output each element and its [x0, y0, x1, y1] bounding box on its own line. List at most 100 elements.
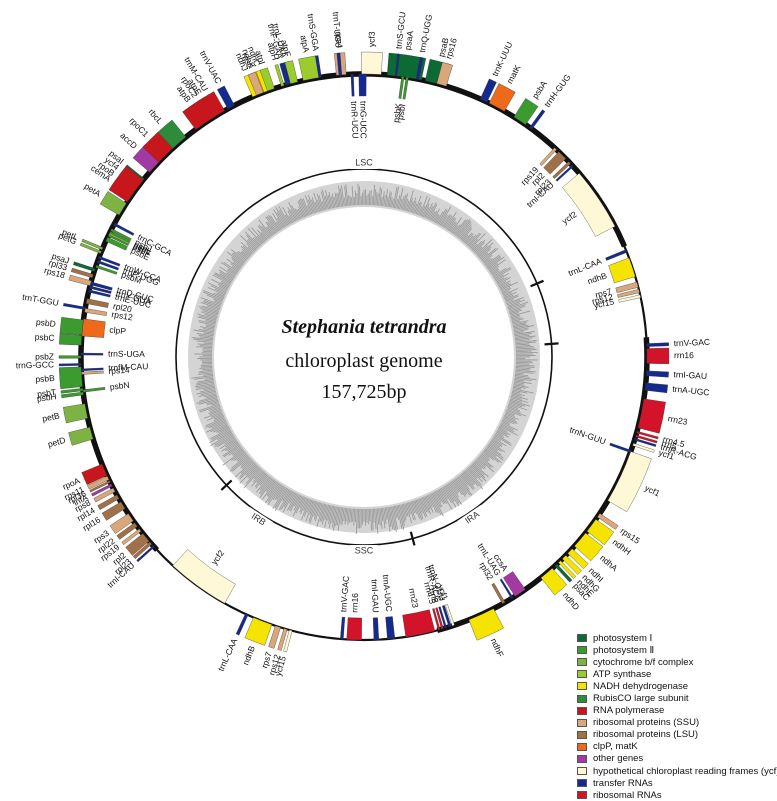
gene-block-rrn4.5 — [636, 430, 659, 440]
gene-block-clpP — [81, 318, 106, 338]
gene-block-psbE — [105, 236, 128, 251]
legend-item-lsu: ribosomal proteins (LSU) — [577, 729, 777, 741]
genome-subtitle: chloroplast genome — [285, 350, 442, 372]
gene-label: petB — [41, 410, 60, 423]
gene-block-psbN — [82, 387, 106, 393]
gene-label: psbB — [35, 373, 55, 384]
legend-label: RNA polymerase — [593, 705, 665, 717]
legend-item-rbcl: RubisCO large subunit — [577, 692, 777, 704]
legend-item-other: other genes — [577, 753, 777, 765]
gene-label: rpl20 — [112, 301, 133, 315]
gene-block-rpl16 — [101, 501, 126, 521]
gene-block-ndhG — [562, 555, 582, 575]
gene-block-trnW-CCA — [98, 256, 121, 267]
gene-block-rps2 — [247, 71, 264, 96]
gene-label: matK — [504, 63, 522, 86]
gene-label: trnS-GCU — [393, 11, 407, 49]
legend-swatch — [577, 767, 587, 776]
gene-block-infA — [91, 483, 113, 497]
gene-label: ycf3 — [366, 31, 376, 47]
junction-tick-3 — [544, 342, 559, 346]
legend-swatch — [577, 634, 587, 643]
gene-block-rrn23 — [402, 609, 436, 638]
gene-block-trnR-ACG — [438, 606, 447, 629]
legend-label: NADH dehydrogenase — [593, 680, 689, 692]
gene-label: trnN-GUU — [568, 424, 607, 446]
gene-block-psbC — [59, 333, 83, 346]
gene-label: ndhA — [598, 553, 620, 574]
gene-label: ndhB — [240, 644, 257, 666]
gene-label: trnQ-UGG — [417, 13, 434, 53]
gene-label: psbC — [34, 332, 54, 343]
gene-block-ndhH — [586, 519, 615, 546]
gene-block-rpl22 — [116, 522, 138, 540]
gene-label: psbD — [36, 317, 57, 329]
gene-block-psaJ — [73, 261, 96, 272]
gene-label: ycf15 — [593, 296, 615, 310]
gc-inner-fill — [214, 207, 514, 507]
gene-block-rps12 — [277, 628, 288, 651]
legend-label: photosystem Ⅱ — [593, 644, 655, 656]
gene-block-rpl14 — [97, 494, 120, 510]
gene-label: ndhF — [489, 637, 506, 659]
gene-block-trnA-UGC — [385, 616, 396, 640]
gene-block-petN — [108, 232, 130, 245]
gc-content-bars — [191, 183, 538, 535]
legend-item-ssu: ribosomal proteins (SSU) — [577, 717, 777, 729]
gene-block-ccsA — [503, 571, 526, 597]
gene-block-trnC-GCA — [113, 222, 135, 236]
legend-item-psII: photosystem Ⅱ — [577, 644, 777, 656]
legend-swatch — [577, 682, 587, 691]
species-name: Stephania tetrandra — [281, 316, 446, 338]
gene-block-ycf15 — [618, 294, 641, 303]
gene-block-ycf15 — [283, 629, 293, 653]
gene-label: trnI-GAU — [369, 579, 380, 613]
gene-label: rrn16 — [674, 350, 694, 360]
gene-block-trnV-GAC — [646, 342, 669, 347]
region-label-bg — [350, 157, 378, 169]
gene-label: trnL-CAA — [216, 636, 240, 672]
gene-block-trnN-GUU — [442, 605, 452, 628]
gene-block-rps14 — [81, 370, 104, 375]
gene-block-ycf1 — [607, 451, 652, 513]
gene-block-rrn5 — [635, 434, 658, 444]
gene-block-rrn5 — [435, 607, 444, 630]
gene-block-rps19 — [539, 147, 557, 167]
gene-block-trnG-UCC — [358, 73, 367, 97]
gene-block-trnH-GUG — [529, 109, 546, 130]
gene-block-trnT-UGU — [336, 52, 342, 76]
gene-label: ndhB — [586, 270, 608, 286]
gene-block-psbI — [402, 76, 409, 100]
gene-block-ycf1 — [445, 604, 455, 627]
region-label-bg — [350, 545, 378, 557]
gene-block-atpI — [259, 67, 275, 92]
gene-block-ndhI — [567, 548, 589, 569]
legend-swatch — [577, 742, 587, 751]
legend-label: ribosomal proteins (SSU) — [593, 717, 700, 729]
gene-label: rps7 — [594, 286, 613, 300]
legend-swatch — [577, 730, 587, 739]
gene-label: petD — [47, 435, 67, 449]
gene-block-ycf1 — [632, 443, 655, 453]
gene-block-matK — [488, 83, 516, 112]
gene-block-trnS-UGA — [80, 352, 104, 356]
gene-block-rpl2 — [543, 151, 567, 175]
gene-label: rps4 — [334, 31, 345, 49]
gene-label: petA — [83, 181, 103, 199]
gene-label: trnG-UCC — [358, 101, 368, 139]
region-label-ssc: SSC — [355, 545, 374, 555]
gene-block-ndhE — [558, 560, 577, 579]
gene-block-rrn23 — [637, 398, 666, 434]
gene-label: psbH — [36, 391, 57, 403]
gene-block-trnI-GAU — [372, 617, 379, 641]
gene-label: ycf1 — [436, 583, 450, 601]
junction-tick-2 — [530, 279, 544, 288]
gene-label: trnS-UGA — [108, 349, 145, 359]
gene-label: rps12 — [591, 292, 614, 307]
genome-title: Stephania tetrandra chloroplast genome 1… — [281, 316, 446, 403]
gene-block-trnP-UGG — [96, 260, 119, 271]
legend-item-ycf: hypothetical chloroplast reading frames … — [577, 765, 777, 777]
legend-label: other genes — [593, 753, 644, 765]
